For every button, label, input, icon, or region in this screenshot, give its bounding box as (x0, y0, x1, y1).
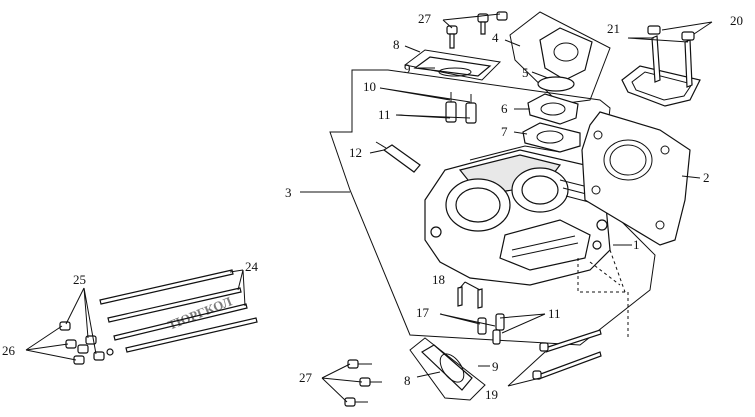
leader-lines (25, 13, 713, 403)
stud-nuts (59, 321, 114, 365)
callout-11-lower: 11 (548, 306, 561, 321)
intake-manifold (509, 11, 611, 105)
cylinder-studs (99, 269, 258, 353)
callout-25: 25 (73, 272, 86, 287)
callout-8-bottom: 8 (404, 373, 411, 388)
cover-bolts (647, 25, 695, 88)
callout-18: 18 (432, 272, 445, 287)
dowel-pins (457, 286, 483, 309)
callout-1: 1 (633, 237, 640, 252)
alignment-dashes (577, 249, 629, 340)
lower-pins (477, 313, 505, 345)
spark-plug (375, 141, 421, 173)
callout-12: 12 (349, 145, 362, 160)
o-ring (537, 76, 575, 92)
head-gasket (581, 111, 691, 246)
callout-19: 19 (485, 387, 498, 402)
callout-10: 10 (363, 79, 376, 94)
valve-seals-upper (445, 92, 477, 124)
head-studs (532, 329, 602, 380)
callout-24: 24 (245, 259, 259, 274)
callout-27-bottom: 27 (299, 370, 313, 385)
callout-9-bottom: 9 (492, 359, 499, 374)
callout-3: 3 (285, 185, 292, 200)
callout-17: 17 (416, 305, 430, 320)
exhaust-bolts (344, 359, 382, 407)
exhaust-gasket-bottom (409, 337, 486, 401)
callout-9-top: 9 (404, 61, 411, 76)
callout-27-top: 27 (418, 11, 432, 26)
callout-4: 4 (492, 30, 499, 45)
callout-8-top: 8 (393, 37, 400, 52)
intake-gasket (522, 122, 581, 153)
callout-7: 7 (501, 124, 508, 139)
callout-20: 20 (730, 13, 743, 28)
cylinder-head (424, 145, 611, 286)
callout-2: 2 (703, 170, 710, 185)
cover-plate (621, 65, 701, 107)
callout-26: 26 (2, 343, 16, 358)
callout-5: 5 (522, 65, 529, 80)
exhaust-gasket-top (403, 49, 502, 81)
callout-11-upper: 11 (378, 107, 391, 122)
callout-21: 21 (607, 21, 620, 36)
callout-6: 6 (501, 101, 508, 116)
insulator (527, 93, 579, 125)
